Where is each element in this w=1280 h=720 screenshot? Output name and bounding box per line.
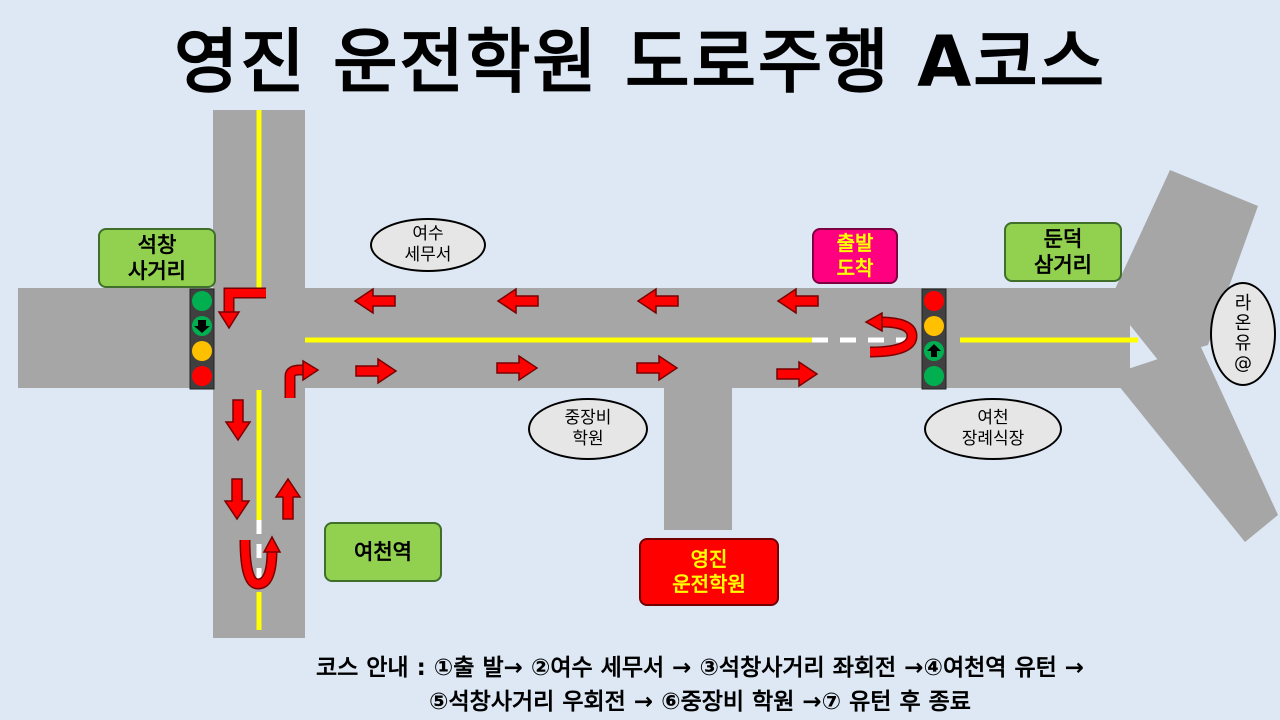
u-turn-arrow-start: [864, 311, 918, 358]
dundeok-junction-label: 둔덕 삼거리: [1004, 222, 1122, 282]
jungjangbi-academy-label: 중장비 학원: [528, 398, 648, 460]
traffic-light-seokchang: [189, 288, 215, 390]
yeocheon-station-label: 여천역: [324, 522, 442, 582]
road-diagonal-lower: [1110, 345, 1278, 542]
page-title: 영진 운전학원 도로주행 A코스: [173, 21, 1107, 103]
course-guide-line-2: ⑤석창사거리 우회전 → ⑥중장비 학원 →⑦ 유턴 후 종료: [429, 689, 971, 715]
center-lines: [256, 110, 1138, 630]
road-diagonal-upper: [1110, 170, 1258, 360]
left-turn-arrow: [217, 287, 266, 330]
start-end-label: 출발 도착: [812, 228, 898, 284]
yeocheon-funeral-hall-label: 여천 장례식장: [924, 398, 1062, 460]
course-guide-line-1: 코스 안내 : ①출 발→ ②여수 세무서 → ③석창사거리 좌회전 →④여천역…: [315, 655, 1085, 681]
u-turn-arrow-station: [239, 535, 282, 590]
laonyu-label: 라 온 유 @: [1210, 282, 1276, 386]
seokchang-intersection-label: 석창 사거리: [98, 228, 216, 288]
right-turn-arrow: [284, 359, 320, 398]
traffic-light-dundeok: [921, 288, 947, 390]
yeosu-tax-office-label: 여수 세무서: [370, 218, 486, 272]
yeongjin-driving-school-label: 영진 운전학원: [639, 538, 779, 606]
road-branch-yeongjin: [664, 385, 732, 530]
